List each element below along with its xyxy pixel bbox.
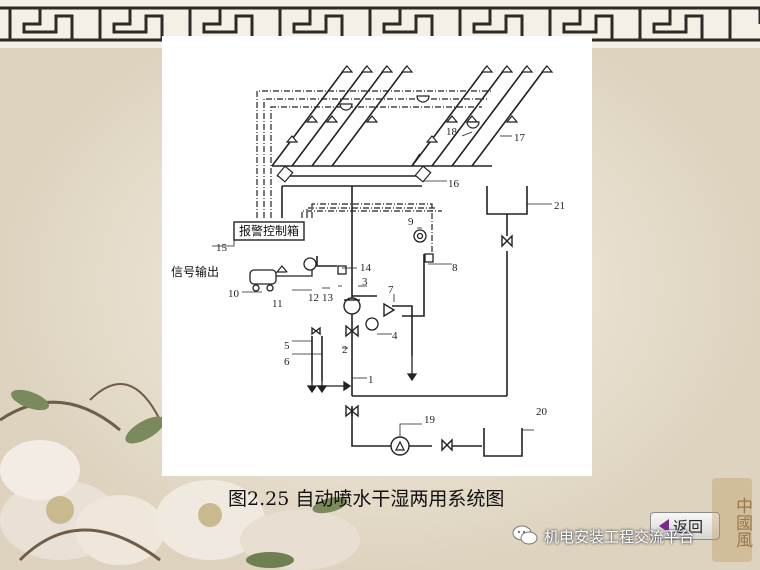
part-label-4: 4 xyxy=(392,330,398,342)
part-label-3: 3 xyxy=(362,276,368,288)
back-button-label: 返回 xyxy=(673,517,704,536)
wechat-icon xyxy=(512,525,538,545)
watermark-text: 机电安装工程交流平台 xyxy=(544,528,695,546)
part-label-18: 18 xyxy=(446,126,457,138)
part-label-8: 8 xyxy=(452,262,458,274)
alarm-control-box-label: 报警控制箱 xyxy=(238,224,299,238)
sprinkler-system-diagram xyxy=(212,65,554,457)
part-label-17: 17 xyxy=(514,132,525,144)
part-label-13: 13 xyxy=(322,292,333,304)
diagram-panel: 报警控制箱 信号输出 1 2 3 4 5 6 7 8 9 10 11 12 13… xyxy=(162,36,592,476)
part-label-19: 19 xyxy=(424,414,435,426)
seal-text: 中國風 xyxy=(732,496,752,548)
part-label-9: 9 xyxy=(408,216,414,228)
part-label-1: 1 xyxy=(368,374,374,386)
part-label-21: 21 xyxy=(554,200,565,212)
part-label-16: 16 xyxy=(448,178,459,190)
part-label-20: 20 xyxy=(536,406,547,418)
signal-output-label: 信号输出 xyxy=(171,265,220,279)
part-label-11: 11 xyxy=(272,298,283,310)
part-label-6: 6 xyxy=(284,356,290,368)
part-label-12: 12 xyxy=(308,292,319,304)
part-label-7: 7 xyxy=(388,284,394,296)
part-label-15: 15 xyxy=(216,242,227,254)
figure-caption: 图2.25 自动喷水干湿两用系统图 xyxy=(228,488,505,510)
part-label-10: 10 xyxy=(228,288,239,300)
back-arrow-icon xyxy=(659,519,669,533)
decorative-seal: 中國風 xyxy=(712,478,752,562)
part-label-14: 14 xyxy=(360,262,371,274)
back-button[interactable]: 返回 xyxy=(650,512,720,540)
part-label-5: 5 xyxy=(284,340,290,352)
part-label-2: 2 xyxy=(342,344,348,356)
